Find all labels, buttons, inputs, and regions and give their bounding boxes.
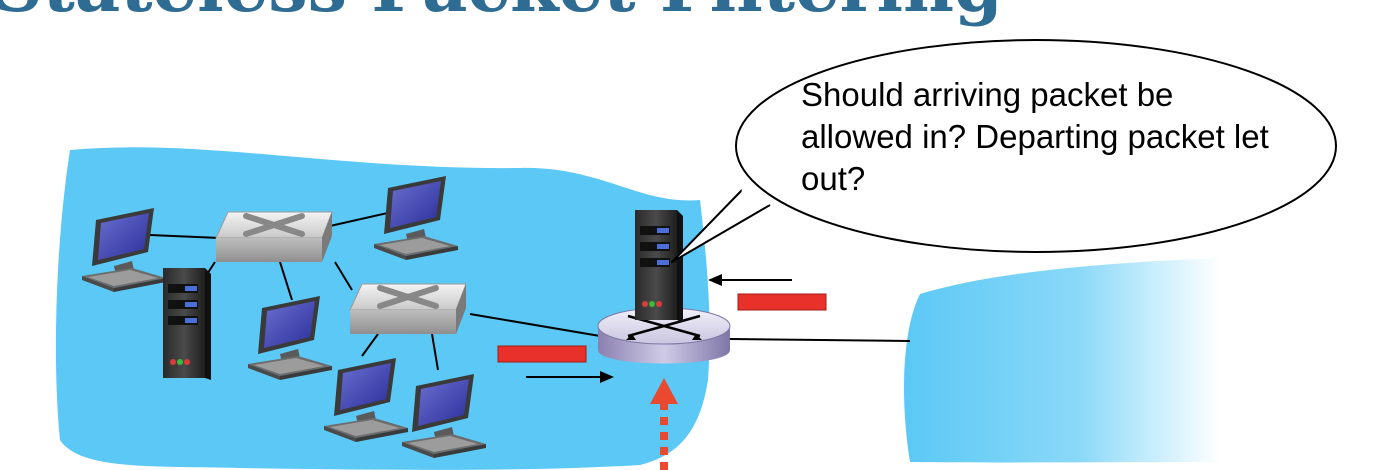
arriving-packet xyxy=(737,293,827,311)
departing-packet xyxy=(497,345,587,363)
callout-bubble xyxy=(671,39,1337,263)
network-switch-icon xyxy=(350,284,466,334)
external-network-cloud xyxy=(904,258,1220,463)
network-links xyxy=(149,211,911,371)
network-switch-icon xyxy=(216,212,332,262)
slide-title: Stateless Packet Filtering xyxy=(0,0,1003,22)
router-icon xyxy=(597,307,731,364)
firewall-server-icon xyxy=(635,210,683,322)
inbound-arrow xyxy=(708,274,792,286)
outbound-arrow xyxy=(526,371,614,383)
incoming-traffic-arrow xyxy=(650,378,678,470)
callout-text: Should arriving packet be allowed in? De… xyxy=(801,76,1269,197)
server-tower-icon xyxy=(163,268,211,380)
